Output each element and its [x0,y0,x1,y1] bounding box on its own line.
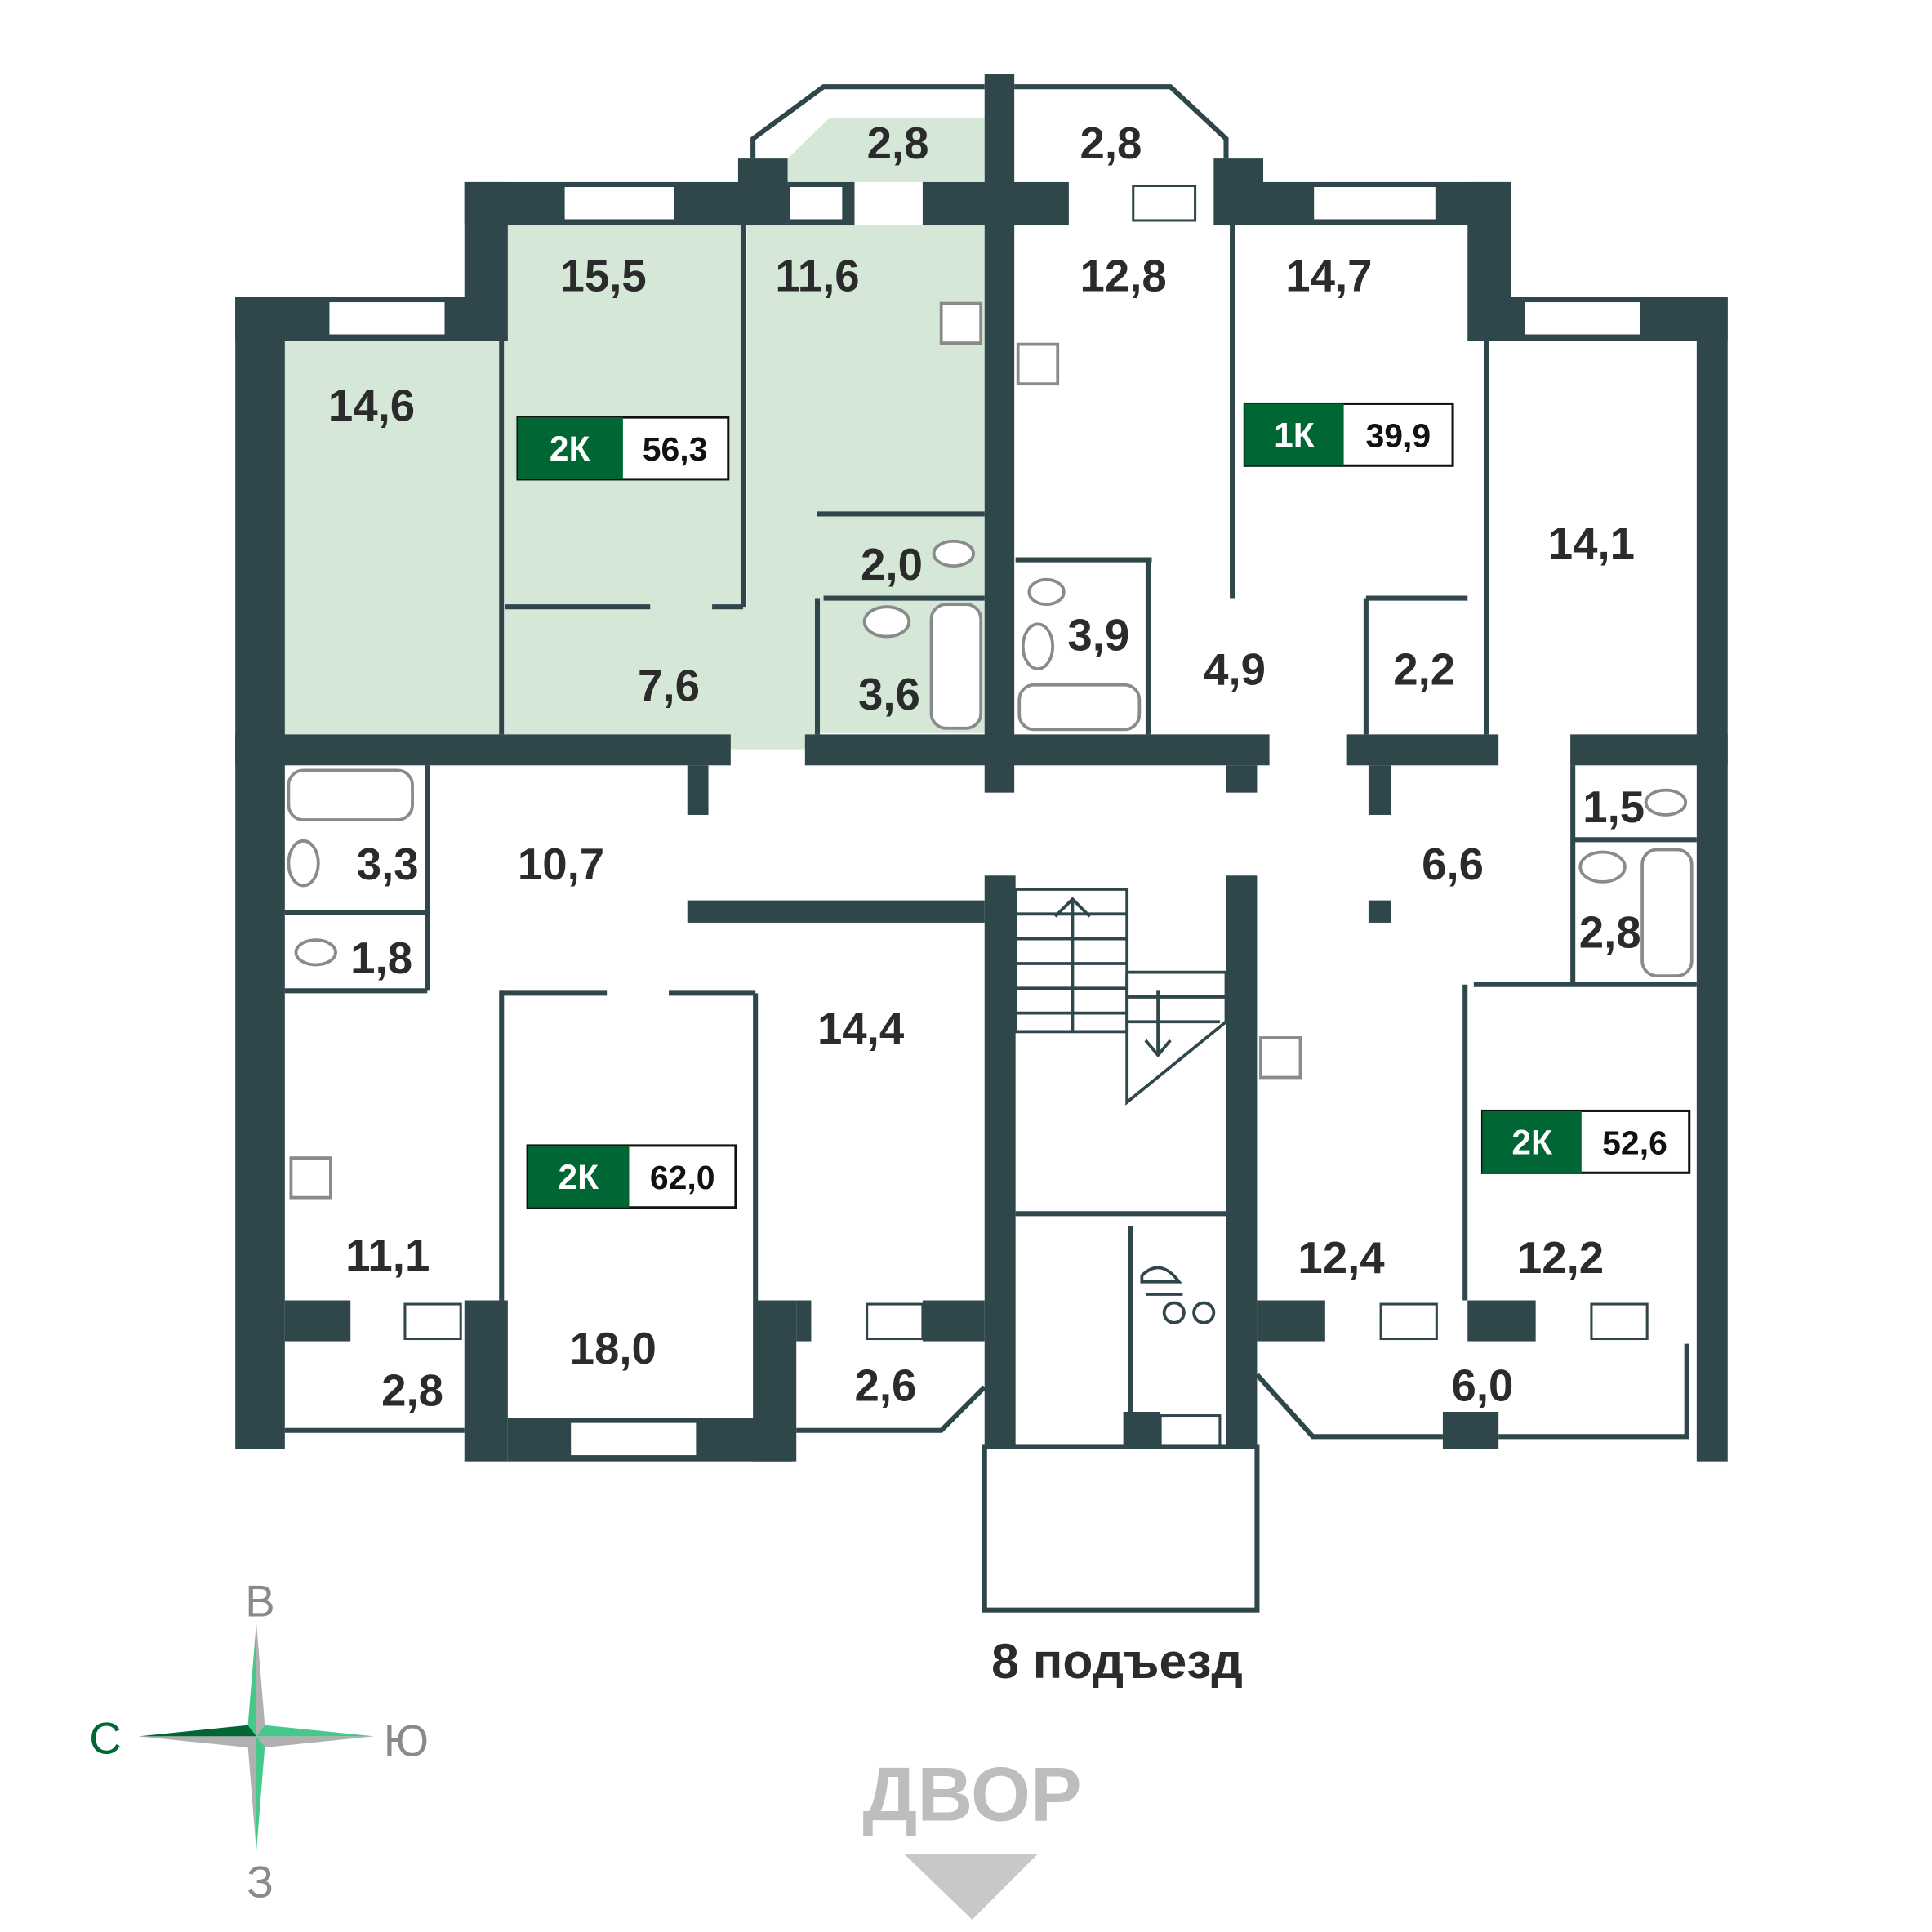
apartment-type: 2К [559,1158,599,1196]
room-area: 12,8 [1080,251,1166,300]
stove-icon [289,1156,332,1200]
room-area: 2,2 [1393,645,1455,695]
apartment-badge[interactable]: 2К 56,3 [516,416,730,481]
room-area: 14,1 [1548,519,1635,568]
room-area: 15,5 [559,251,646,300]
bathtub-icon [1640,848,1694,978]
room-area: 6,6 [1422,839,1484,889]
room-area: 10,7 [518,839,604,889]
apartment-badge[interactable]: 2К 62,0 [526,1144,737,1209]
room-area: 2,8 [381,1365,443,1415]
partitions [284,84,1697,1613]
apartment-type: 2К [1511,1124,1552,1162]
room-area: 6,0 [1451,1360,1513,1410]
sink-icon [1021,622,1055,670]
toilet-icon [1027,577,1066,607]
stove-icon [939,301,983,345]
compass-north: С [89,1714,121,1764]
stove-icon [1259,1036,1302,1080]
room-area: 7,6 [638,661,700,710]
room-area: 12,2 [1517,1233,1604,1283]
room-area: 2,8 [1080,118,1142,168]
yard-arrow-icon [904,1854,1038,1920]
room-area: 1,8 [350,933,412,983]
sink-icon [862,605,911,639]
toilet-icon [932,539,975,568]
bathtub-icon [1017,683,1142,732]
toilet-icon [294,938,337,967]
apartment-type: 2К [550,430,590,468]
room-area: 18,0 [570,1324,657,1373]
room-area: 2,6 [854,1360,916,1410]
stroller-bicycle-icon [1140,1266,1216,1324]
apartment-area: 62,0 [650,1159,715,1196]
bathtub-icon [287,768,414,821]
stairs-up-icon [1013,888,1129,1034]
room-area: 4,9 [1204,645,1266,695]
room-area: 14,6 [328,381,415,431]
room-area: 2,0 [861,540,923,590]
room-labels: 2,8 2,8 15,5 11,6 12,8 14,7 14,6 14,1 2,… [328,118,1645,1415]
windows [327,184,1649,1458]
fixtures [287,301,1694,1200]
apartment-area: 56,3 [643,430,708,468]
sink-icon [287,839,320,888]
room-area: 2,8 [867,118,929,168]
room-area: 12,4 [1298,1233,1385,1283]
apartment-type: 1К [1274,416,1315,455]
room-area: 14,4 [817,1004,905,1054]
compass-south: Ю [384,1716,429,1766]
room-area: 3,3 [357,839,419,889]
stairs-down-icon [1125,970,1228,1106]
stove-icon [1016,342,1060,386]
yard-label: ДВОР [862,1752,1081,1837]
sink-icon [1578,850,1627,884]
entrance-label: 8 подъезд [991,1633,1243,1689]
bathtub-icon [929,603,983,730]
apartment-area: 39,9 [1365,417,1431,455]
room-area: 3,9 [1067,610,1129,660]
room-area: 14,7 [1285,251,1372,300]
apartment-badge[interactable]: 2К 52,6 [1480,1109,1691,1174]
apartment-area: 52,6 [1602,1124,1667,1162]
room-area: 11,1 [345,1231,430,1280]
room-area: 3,6 [858,670,920,719]
compass-icon: В С Ю З [89,1576,429,1907]
compass-west: З [247,1858,274,1908]
room-area: 1,5 [1583,782,1645,832]
toilet-icon [1644,788,1688,817]
room-area: 11,6 [775,251,859,300]
room-area: 2,8 [1579,907,1641,957]
compass-east: В [245,1576,274,1626]
apartment-badge[interactable]: 1К 39,9 [1243,402,1454,467]
